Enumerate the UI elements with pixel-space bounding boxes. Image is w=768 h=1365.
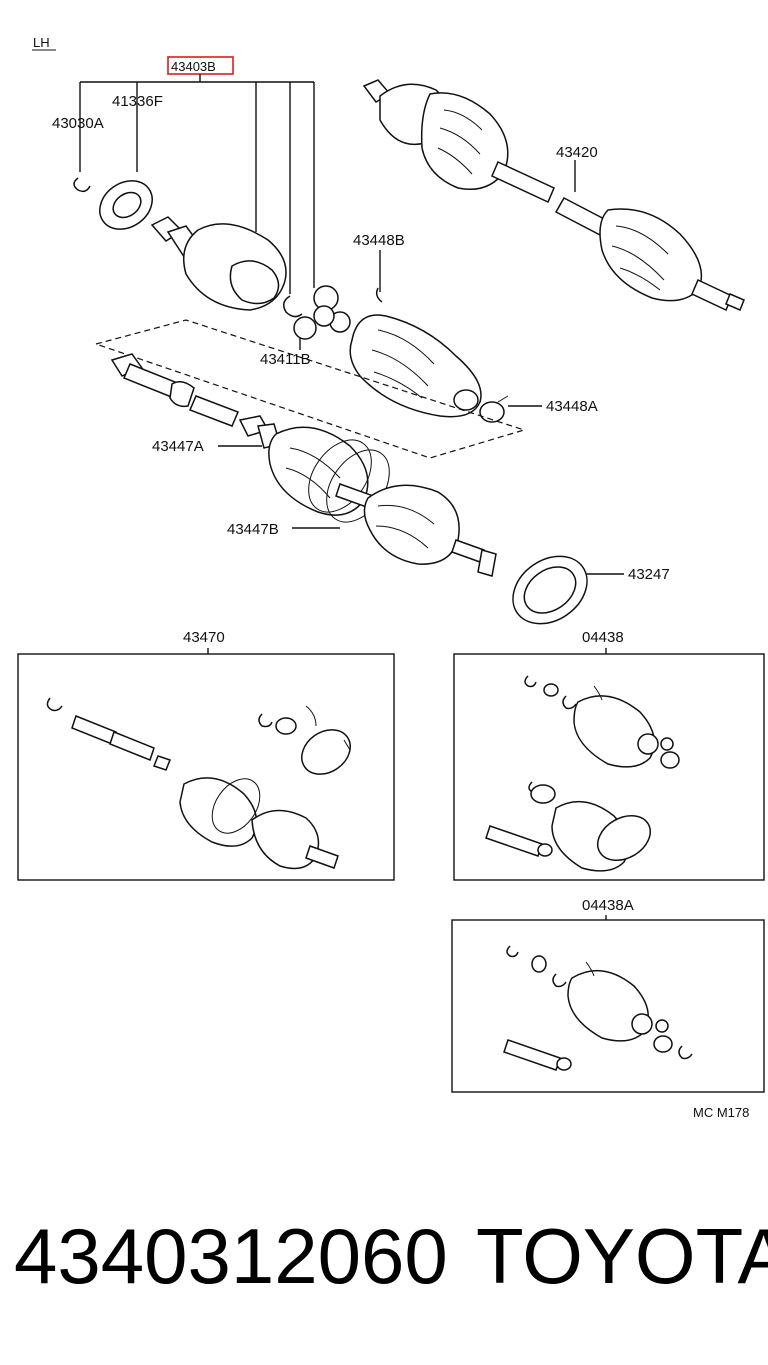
kit-box-04438A <box>451 919 765 1093</box>
label-43420[interactable]: 43420 <box>556 144 598 161</box>
tripod-joint <box>293 285 351 340</box>
kit-43470-parts <box>46 697 351 870</box>
dust-deflector-41336F <box>99 180 153 230</box>
label-04438A[interactable]: 04438A <box>582 897 634 914</box>
assembly-bracket <box>79 74 315 294</box>
kit-04438A-parts <box>503 945 693 1071</box>
label-43403B[interactable]: 43403B <box>171 59 216 74</box>
center-shaft-assembly <box>110 353 497 577</box>
drive-shaft-43420 <box>362 79 745 312</box>
tulip-housing <box>150 216 287 311</box>
label-43448B[interactable]: 43448B <box>353 232 405 249</box>
boot-43448B <box>349 287 482 418</box>
label-43447B[interactable]: 43447B <box>227 521 279 538</box>
part-number: 4340312060 <box>14 1212 448 1300</box>
snap-ring-43030A <box>73 177 91 193</box>
kit-box-43470 <box>17 653 395 881</box>
label-43030A[interactable]: 43030A <box>52 115 104 132</box>
boot-clamp-43448A <box>479 395 509 423</box>
side-label: LH <box>33 35 50 50</box>
bearing-seal-43247 <box>512 555 588 625</box>
label-43447A[interactable]: 43447A <box>152 438 204 455</box>
label-43411B[interactable]: 43411B <box>260 351 311 368</box>
label-04438[interactable]: 04438 <box>582 629 624 646</box>
label-43470[interactable]: 43470 <box>183 629 225 646</box>
kit-dashed-outline <box>93 319 527 459</box>
snap-ring-43411B <box>283 295 303 318</box>
label-41336F[interactable]: 41336F <box>112 93 163 110</box>
brand-name: TOYOTA <box>476 1212 768 1300</box>
drawing-code: MC M178 <box>693 1105 749 1120</box>
kit-04438-parts <box>485 675 680 872</box>
kit-box-04438 <box>453 653 765 881</box>
label-43448A[interactable]: 43448A <box>546 398 598 415</box>
label-43247[interactable]: 43247 <box>628 566 670 583</box>
